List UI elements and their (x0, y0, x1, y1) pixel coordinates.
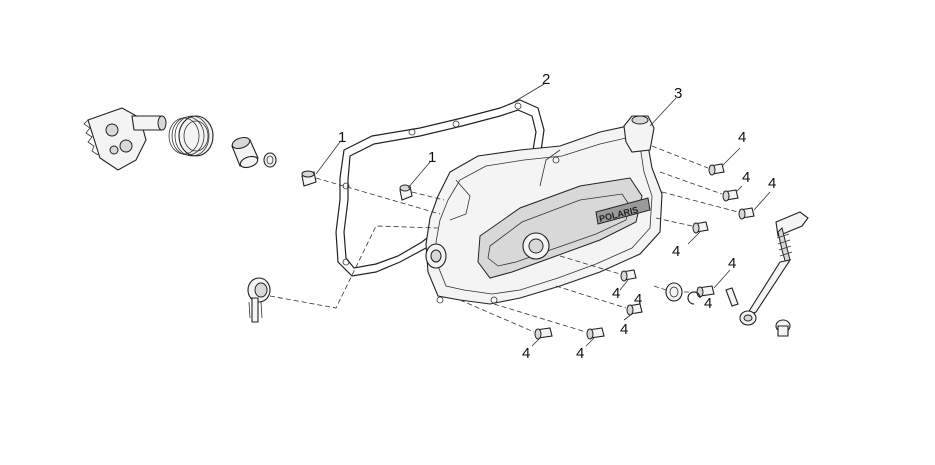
kickstart-spring-part (168, 115, 214, 157)
bolt-part (722, 189, 739, 202)
bushing-part (231, 136, 259, 169)
kickstart-gear-part (83, 107, 167, 171)
callout-bolt: 4 (634, 291, 642, 308)
bolt-part (586, 327, 605, 340)
oil-plug-part (247, 277, 271, 323)
callout-bolt: 4 (742, 169, 750, 186)
assembly-guide-lines (269, 145, 739, 333)
callout-dowel-pin: 1 (338, 129, 346, 146)
transmission-cover-part: POLARIS (425, 115, 663, 305)
callout-bolt: 4 (728, 255, 736, 272)
callout-bolt: 4 (576, 345, 584, 362)
circlip-part (687, 291, 701, 305)
callout-bolt: 4 (738, 129, 746, 146)
bolt-part (534, 327, 553, 340)
callout-bolt: 4 (522, 345, 530, 362)
callout-labels: 1 1 2 3 4 4 4 4 4 4 4 4 4 4 4 (338, 71, 776, 362)
callout-bolt: 4 (612, 285, 620, 302)
dowel-pin-part (399, 184, 413, 201)
leader-lines (315, 83, 771, 347)
lever-washer-part (665, 282, 683, 302)
kickstart-lever-part (725, 211, 809, 326)
bolt-part (708, 163, 725, 176)
washer-part (263, 152, 277, 168)
lever-bolt-part (775, 319, 791, 337)
callout-bolt: 4 (704, 295, 712, 312)
bolt-part (738, 207, 755, 220)
callout-cover: 3 (674, 85, 682, 102)
dowel-pin-part (301, 170, 317, 187)
bolt-part (692, 221, 709, 234)
callout-bolt: 4 (620, 321, 628, 338)
callout-bolt: 4 (768, 175, 776, 192)
bolt-part (620, 269, 637, 282)
callout-gasket: 2 (542, 71, 550, 88)
callout-bolt: 4 (672, 243, 680, 260)
callout-dowel-pin: 1 (428, 149, 436, 166)
